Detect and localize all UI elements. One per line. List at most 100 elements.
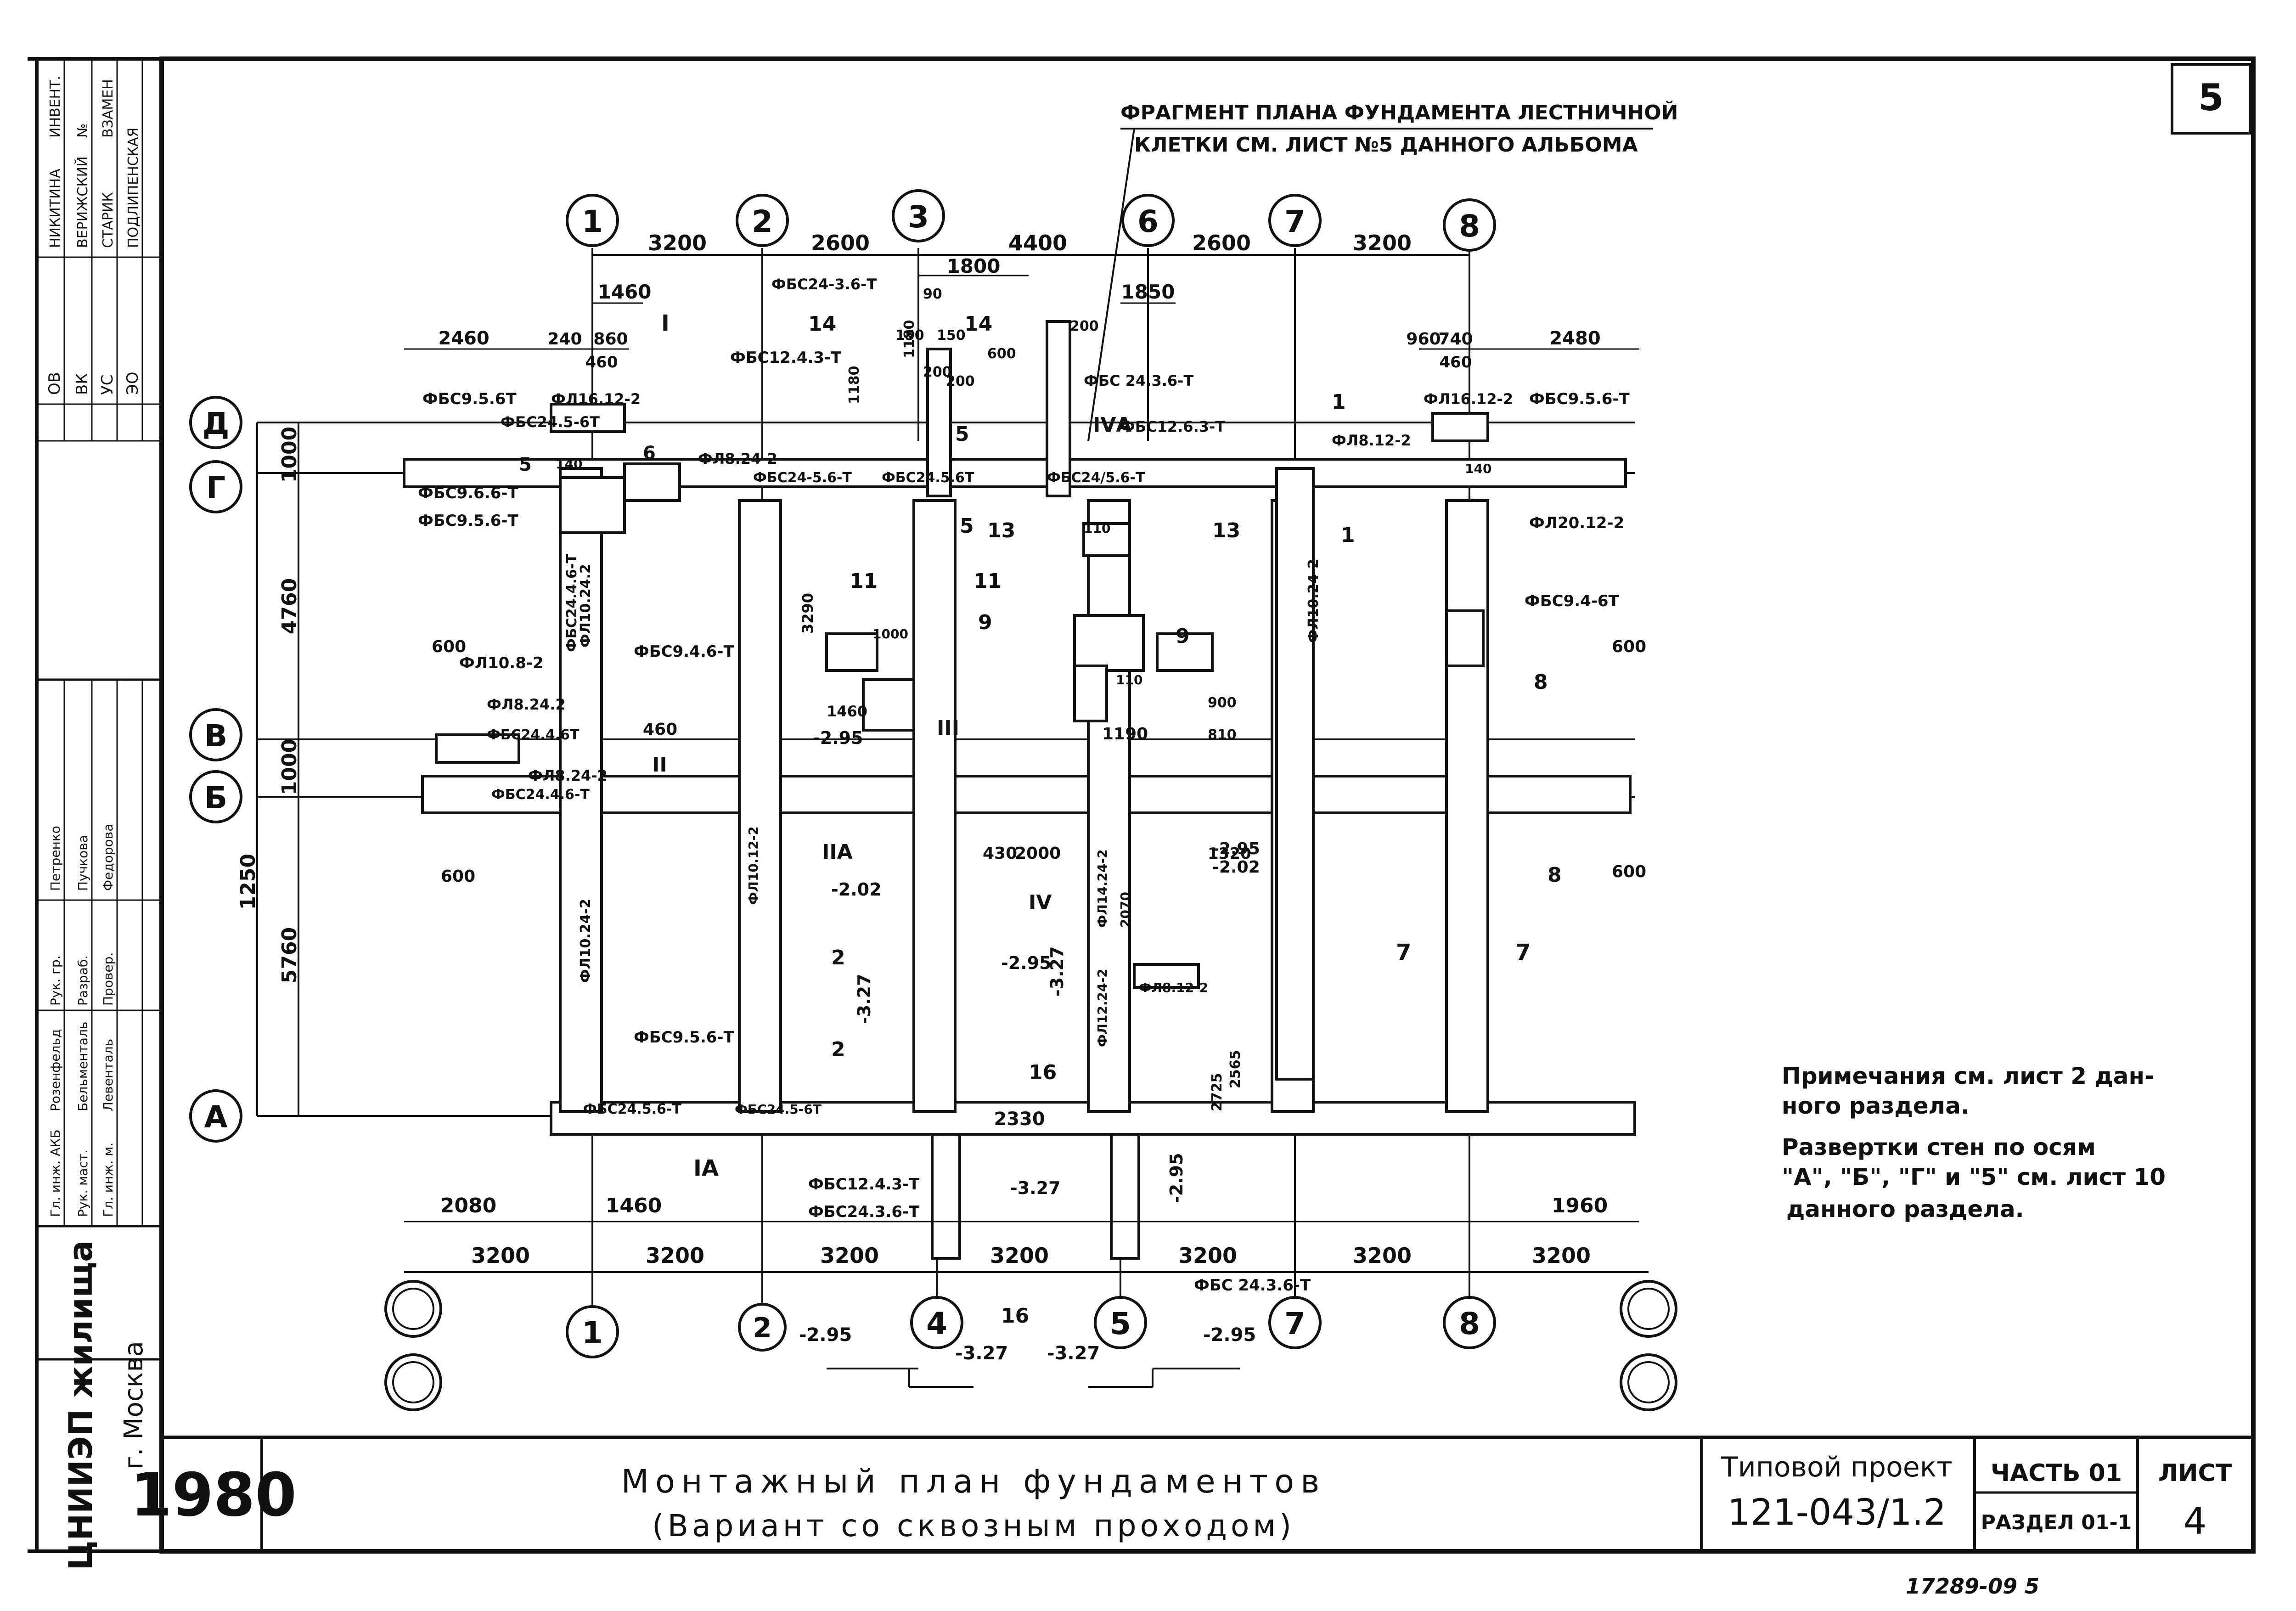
element-label: ФЛ8.24-2 (698, 450, 777, 468)
dim: 2480 (1549, 328, 1600, 349)
element-label: ФБС9.4-6Т (1525, 592, 1620, 610)
dim: 1250 (236, 854, 260, 910)
elevation: -2.95 (799, 1324, 852, 1346)
title-line1: Монтажный план фундаментов (621, 1463, 1326, 1500)
dim: 2600 (811, 231, 870, 255)
axis-label-bottom: 4 (926, 1306, 947, 1341)
dim: 90 (923, 286, 942, 302)
elevation: -2.95 (1001, 953, 1052, 973)
element-label: ФЛ16.12-2 (551, 390, 641, 408)
elevation: -2.95 (1203, 1324, 1256, 1346)
dim: 460 (643, 720, 677, 739)
section-mark: IV (1029, 891, 1052, 914)
element-label: ФБС24.4.6Т (487, 727, 580, 743)
section-mark: 2 (831, 1038, 845, 1061)
element-label: ФЛ8.12-2 (1332, 432, 1411, 449)
axis-markers-left: Д Г В Б А (189, 396, 242, 1143)
element-label: ФЛ10.8-2 (459, 654, 544, 672)
element-label: ФБС24-5.6-Т (753, 470, 852, 486)
elevations: -2.95 -2.02 -3.27 -2.95 -2.02 -3.27 -2.9… (799, 728, 1260, 1388)
project-number: 121-043/1.2 (1728, 1492, 1946, 1533)
fragment-note: ФРАГМЕНТ ПЛАНА ФУНДАМЕНТА ЛЕСТНИЧНОЙ КЛЕ… (1087, 100, 1678, 441)
elevation: -2.02 (831, 879, 882, 900)
dim: 140 (1465, 461, 1491, 476)
footer-code: 17289-09 5 (1906, 1574, 2039, 1599)
dim: 3200 (646, 1243, 704, 1268)
axis-label-top: 7 (1284, 204, 1306, 239)
dim: 4760 (278, 578, 301, 634)
dim: 3200 (648, 231, 707, 255)
section-mark: 16 (1001, 1304, 1029, 1328)
fragment-note-line1: ФРАГМЕНТ ПЛАНА ФУНДАМЕНТА ЛЕСТНИЧНОЙ (1120, 100, 1678, 124)
dim: 5760 (278, 927, 301, 983)
project-label: Типовой проект (1721, 1451, 1953, 1483)
stamp-role: Провер. (101, 952, 116, 1006)
dim: 240 (547, 330, 582, 349)
dim: 600 (1612, 637, 1646, 656)
notes-line: Примечания см. лист 2 дан- (1782, 1063, 2154, 1089)
section-mark: 13 (987, 519, 1015, 542)
section-mark: 5 (519, 454, 532, 475)
element-label: ФЛ8.24.2 (487, 696, 566, 713)
dim: 2725 (1209, 1073, 1225, 1112)
stamp-name: Федорова (101, 824, 116, 891)
section-mark: 6 (643, 443, 656, 464)
stamp-name: ПОДЛИПЕНСКАЯ (125, 128, 141, 248)
dim: 460 (585, 353, 618, 372)
element-label: ФБС24.4.6-Т (564, 554, 580, 652)
section-mark: III (937, 716, 959, 740)
element-label: ФБС 24.3.6-Т (1084, 372, 1193, 389)
section-mark: 14 (964, 312, 992, 336)
stamp-role-eo: ЭО (124, 372, 142, 395)
notes: Примечания см. лист 2 дан- ного раздела.… (1782, 1063, 2166, 1222)
element-label: ФБС9.5.6Т (422, 390, 517, 408)
axis-label-bottom: 7 (1284, 1306, 1306, 1341)
axis-label-top: 2 (752, 204, 773, 239)
dim: 740 (1438, 330, 1473, 349)
stamp-role-ov: ОВ (45, 372, 64, 395)
element-label: ФЛ8.24-2 (528, 767, 608, 784)
element-label: ФЛ10.24.2 (578, 564, 594, 648)
stamp-role-us: УС (98, 375, 117, 395)
axis-label-left: В (204, 718, 227, 754)
section-label: РАЗДЕЛ 01-1 (1981, 1511, 2132, 1534)
dim: 3200 (820, 1243, 879, 1268)
dim: 2460 (438, 328, 489, 349)
notes-line: Развертки стен по осям (1782, 1134, 2096, 1160)
dim: 3200 (1353, 231, 1412, 255)
dim: 3200 (1532, 1243, 1591, 1268)
section-mark: 16 (1029, 1061, 1057, 1084)
dim: 200 (1070, 318, 1099, 334)
axis-label-left: Г (206, 470, 225, 506)
dim: 140 (556, 456, 582, 472)
element-label: ФБС 24.3.6-Т (1194, 1276, 1311, 1295)
section-mark: IА (693, 1155, 719, 1181)
dim: 1960 (1552, 1194, 1608, 1217)
axis-label-top: 8 (1459, 208, 1480, 244)
dim: 110 (1084, 521, 1110, 536)
title-line2: (Вариант со сквозным проходом) (652, 1508, 1295, 1543)
axis-label-bottom: 2 (753, 1312, 772, 1344)
section-mark: 11 (974, 569, 1002, 593)
section-mark: 5 (960, 514, 974, 538)
element-label: ФБС24.5-6Т (501, 413, 600, 431)
dim: 860 (593, 330, 628, 349)
stamp-header: № (75, 124, 91, 138)
stamp-name: Петренко (48, 826, 63, 891)
element-label: ФБС24.3.6-Т (808, 1203, 920, 1221)
dim: 2080 (440, 1194, 496, 1217)
element-label: ФБС12.6.3-Т (1120, 418, 1225, 435)
dim: 1850 (1121, 281, 1175, 303)
section-mark: 1 (1341, 524, 1355, 547)
dims-top: 3200 2600 4400 2600 3200 1460 1800 1850 … (404, 231, 1639, 372)
dims-misc: 600 600 600 600 460 430 2000 1320 1190 1… (432, 286, 1646, 1111)
dim: 3200 (1353, 1243, 1412, 1268)
element-label: ФЛ10.24-2 (1306, 559, 1322, 643)
stamp-role: Разраб. (75, 955, 90, 1006)
elevation: -2.95 (1212, 839, 1260, 858)
element-label: ФБС24.5.6Т (882, 470, 974, 486)
element-label: ФБС12.4.3-Т (808, 1175, 920, 1194)
element-labels: ФБС9.5.6Т ФЛ16.12-2 ФБС24.5-6Т ФЛ8.24-2 … (418, 276, 1630, 1295)
section-marks: 5 6 1 1 2 2 5 5 7 7 8 8 9 9 11 11 13 13 … (519, 310, 1562, 1328)
